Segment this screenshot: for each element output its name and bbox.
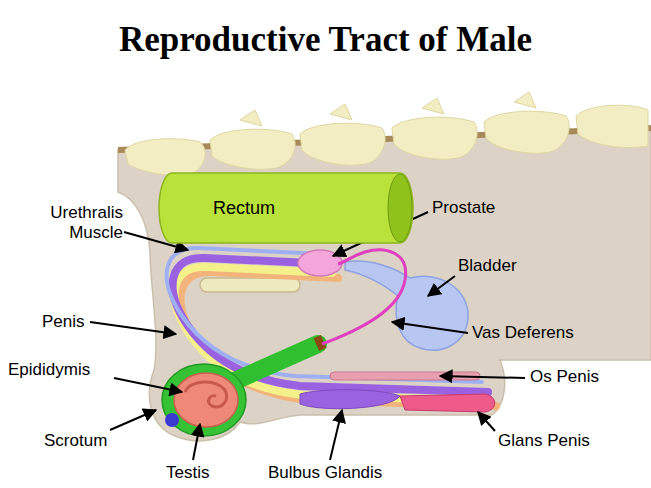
rectum-end [388, 174, 412, 242]
part-label: Os Penis [530, 367, 599, 387]
rectum-shape: Rectum [158, 172, 414, 244]
body-outline [118, 128, 651, 441]
part-label: Urethralis Muscle [33, 203, 123, 243]
epididymis [185, 382, 227, 407]
rectum-body [159, 173, 413, 243]
part-label: Bulbus Glandis [268, 463, 382, 483]
part-label: Penis [42, 312, 85, 332]
vas-deferens [322, 250, 406, 344]
part-label: Prostate [432, 198, 495, 218]
vertebrae [125, 92, 648, 175]
diagram-title: Reproductive Tract of Male [0, 20, 651, 60]
bulbus-glandis [300, 390, 400, 409]
scrotum-spot [165, 413, 179, 427]
organ-name: Rectum [213, 197, 275, 219]
part-label: Vas Deferens [472, 323, 574, 343]
part-label: Glans Penis [498, 431, 590, 451]
testis [174, 373, 238, 427]
pelvis-bone [200, 278, 300, 292]
rectum-outline [158, 172, 414, 244]
leader-lines [90, 212, 525, 460]
part-label: Bladder [458, 256, 517, 276]
penis-bands [167, 248, 496, 406]
glans-penis [400, 394, 495, 412]
part-label: Scrotum [44, 431, 107, 451]
spermatic-cord [228, 344, 318, 384]
part-label: Epididymis [8, 360, 90, 380]
part-label: Testis [166, 463, 209, 483]
scrotum [162, 364, 246, 436]
